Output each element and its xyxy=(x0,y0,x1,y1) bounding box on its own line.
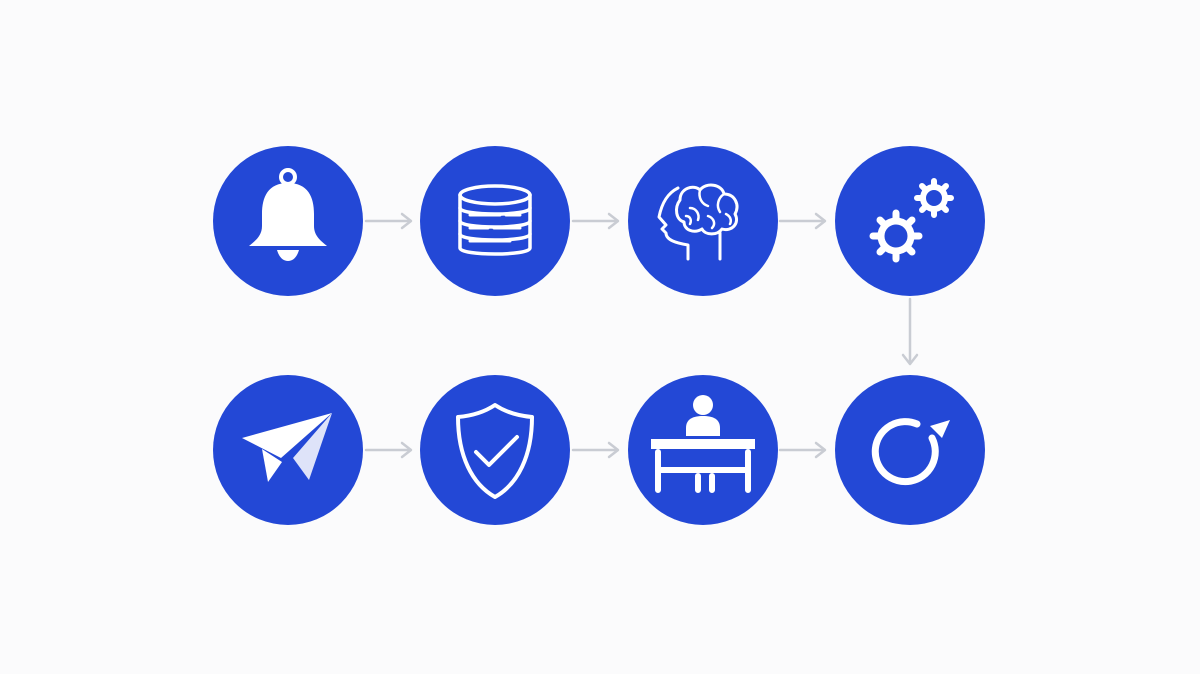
arrow-bell-to-database xyxy=(364,212,413,230)
refresh-cycle-icon xyxy=(871,418,950,486)
arrow-brain-to-gears xyxy=(778,212,827,230)
database-icon xyxy=(458,184,532,256)
arrow-database-to-brain xyxy=(571,212,620,230)
arrow-shield-to-desk xyxy=(571,441,620,459)
node-desk xyxy=(628,375,778,525)
large-gear xyxy=(869,209,923,263)
connectors xyxy=(364,212,919,459)
arrow-desk-to-refresh xyxy=(778,441,827,459)
small-gear xyxy=(914,178,954,218)
paper-plane-icon xyxy=(242,413,332,482)
node-brain xyxy=(628,146,778,296)
arrow-plane-to-shield xyxy=(364,441,413,459)
node-refresh xyxy=(835,375,985,525)
node-plane xyxy=(213,375,363,525)
arrow-gears-to-refresh xyxy=(901,297,919,366)
gears-icon xyxy=(869,178,954,263)
node-gears xyxy=(835,146,985,296)
person-at-desk-icon xyxy=(651,395,755,493)
node-database xyxy=(420,146,570,296)
node-bell xyxy=(213,146,363,296)
node-shield xyxy=(420,375,570,525)
brain-head-icon xyxy=(657,183,739,261)
shield-check-icon xyxy=(456,403,534,499)
bell-icon xyxy=(249,168,327,261)
